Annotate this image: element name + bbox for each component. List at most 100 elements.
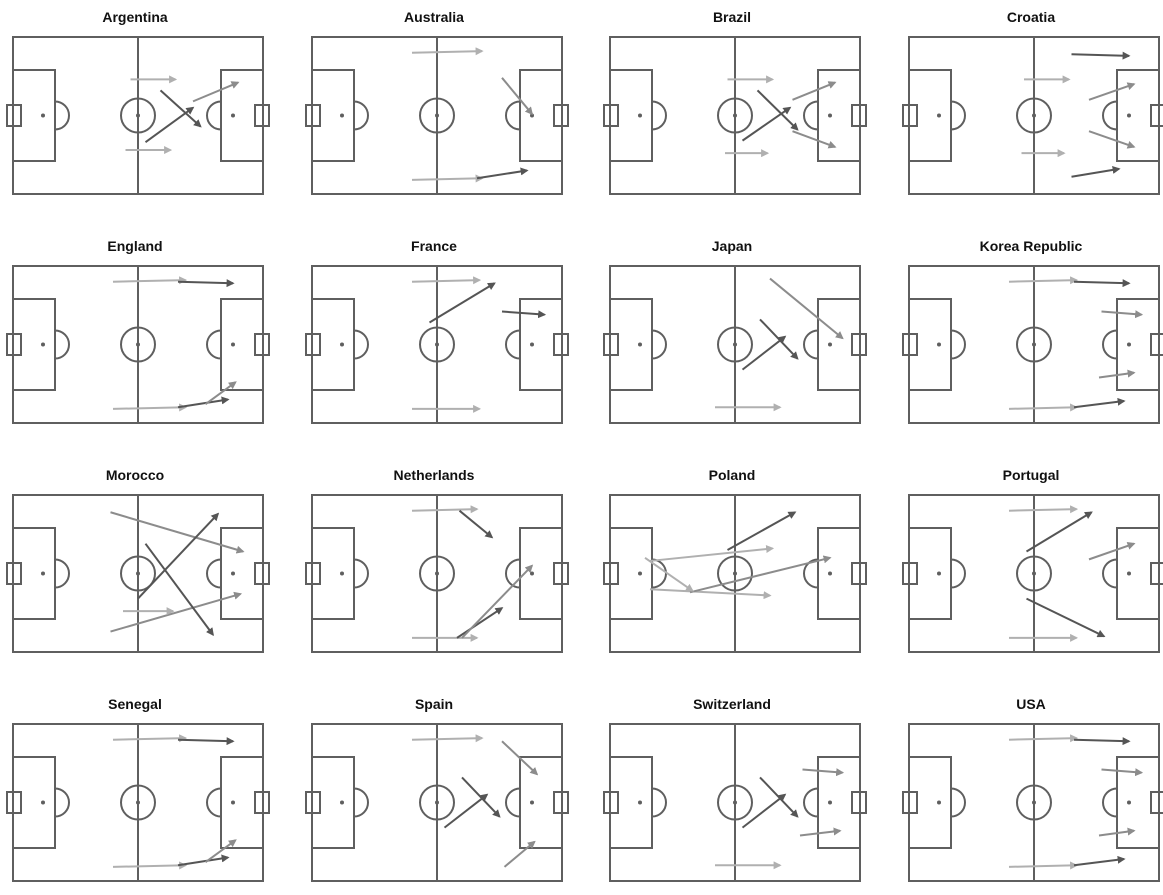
pass-arrow [799,827,842,837]
pass-arrow [204,381,237,405]
pass-arrow [501,77,534,116]
team-panel: Portugal [902,466,1163,666]
team-panel: Netherlands [305,466,569,666]
pass-arrow [501,740,539,776]
pass-arrow [1026,597,1106,638]
team-title: Croatia [1006,9,1056,25]
pass-arrow [204,839,237,863]
pass-arrow [177,737,235,746]
team-panel: USA [902,695,1163,895]
football-pitch [603,265,867,424]
pass-arrow [1008,276,1079,285]
pitch-markings [902,494,1163,653]
pass-arrow [112,734,188,743]
football-pitch [305,494,569,653]
team-panel: Korea Republic [902,237,1163,437]
pass-arrow [411,276,482,285]
football-pitch [6,494,270,653]
pass-arrow [411,47,484,56]
team-title: Spain [414,696,454,712]
pass-arrow [456,607,504,639]
team-panel: England [6,237,270,437]
team-panel: Croatia [902,8,1163,208]
pass-arrow [649,545,775,562]
team-panel: Spain [305,695,569,895]
team-title: Switzerland [693,696,771,712]
pass-arrow [461,564,534,639]
pass-arrow [1098,369,1136,379]
pass-arrow [411,734,484,743]
football-pitch [6,265,270,424]
pass-arrow [159,89,202,128]
team-panel: Brazil [603,8,867,208]
team-title: Japan [711,238,753,254]
pass-arrow [1101,768,1144,777]
football-pitch [902,723,1163,882]
pass-arrow [1071,165,1121,178]
team-panel: Japan [603,237,867,437]
pass-arrow [144,106,195,143]
team-panel: France [305,237,569,437]
pass-arrow [644,556,694,592]
pass-arrow [1101,310,1144,319]
pass-arrow [1071,51,1131,60]
pass-arrow [1073,855,1126,867]
pass-arrow [112,403,188,412]
pass-arrow [501,310,547,319]
pass-arrow [1008,734,1079,743]
pass-arrow [503,840,536,868]
pass-arrow [1073,397,1126,409]
pass-arrow [689,555,832,594]
football-pitch [902,265,1163,424]
team-panel: Australia [305,8,569,208]
pass-arrow [1073,737,1131,746]
pass-arrow [741,793,787,829]
pass-arrow [110,511,245,554]
football-pitch [902,494,1163,653]
pass-arrow [792,130,837,149]
team-title: France [411,238,457,254]
team-title: Morocco [105,467,165,483]
team-title: England [107,238,163,254]
pass-arrow [411,505,479,514]
pass-arrow [741,106,792,142]
team-panel: Poland [603,466,867,666]
pass-arrow [1098,827,1136,837]
pitch-markings [902,265,1163,424]
pass-arrow [110,591,243,633]
pass-arrow [1008,861,1079,870]
pass-arrow [1088,82,1136,101]
team-title: Portugal [1002,467,1060,483]
pass-arrow [756,89,799,131]
team-title: Argentina [102,9,168,25]
pass-arrow [1008,403,1079,412]
pitch-markings [6,36,270,195]
pitch-markings [305,723,569,882]
football-pitch [603,36,867,195]
team-title: Korea Republic [979,238,1083,254]
pass-arrow [137,512,220,600]
pass-arrow [1025,511,1093,553]
pass-arrow [769,277,844,340]
pass-arrow [458,509,494,539]
pass-arrow [1088,542,1136,561]
team-panel: Argentina [6,8,270,208]
pass-arrow [411,174,484,183]
football-pitch [603,723,867,882]
team-title: Australia [404,9,464,25]
pass-arrow [741,335,787,371]
pass-arrow [192,81,240,103]
pass-arrow [792,81,837,101]
football-pitch [6,723,270,882]
pitch-markings [305,36,569,195]
pass-arrow [1073,279,1131,288]
team-title: Poland [708,467,756,483]
pass-arrow [443,793,489,829]
pass-arrow [112,861,188,870]
football-pitch [305,36,569,195]
pass-arrow [1008,505,1079,514]
team-title: Senegal [108,696,162,712]
pass-arrow [649,588,772,600]
pass-arrow [177,854,230,867]
